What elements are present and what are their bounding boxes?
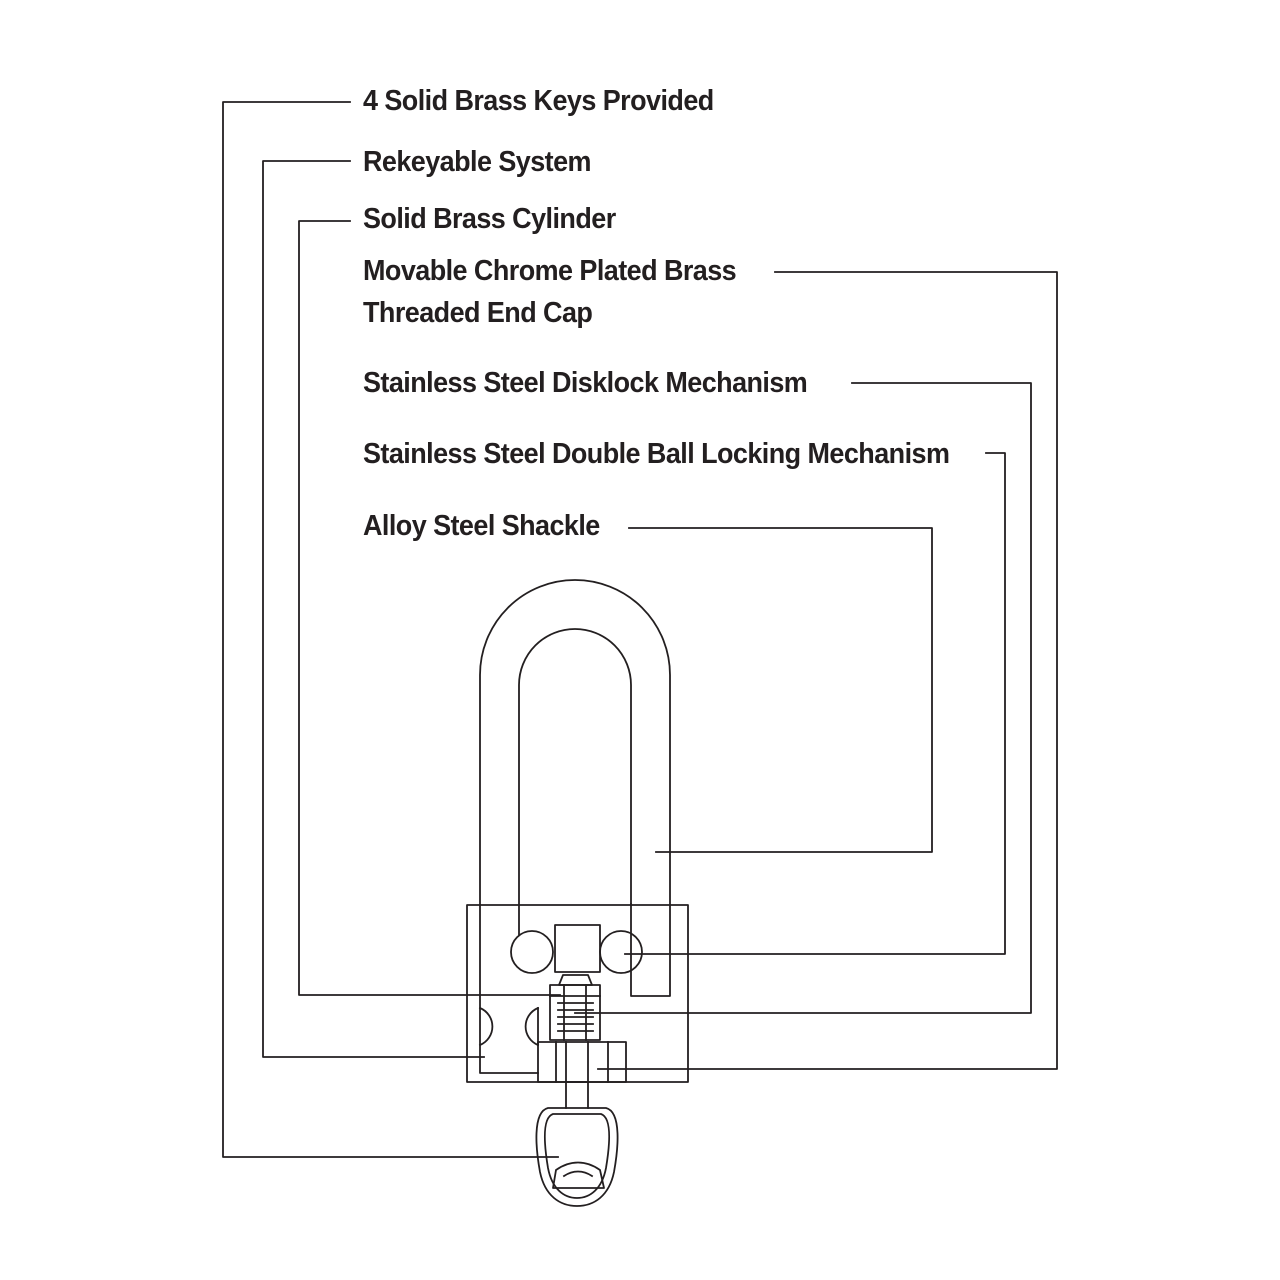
label-disklock: Stainless Steel Disklock Mechanism bbox=[363, 367, 808, 399]
shackle-inner bbox=[518, 628, 632, 936]
label-end-cap-line1: Movable Chrome Plated Brass bbox=[363, 255, 737, 287]
label-cylinder: Solid Brass Cylinder bbox=[363, 203, 616, 235]
body-notch-right bbox=[524, 1006, 540, 1047]
leader-cylinder bbox=[298, 220, 561, 996]
leader-rekeyable bbox=[262, 160, 485, 1058]
key-head bbox=[535, 1107, 619, 1207]
leader-shackle bbox=[628, 527, 933, 853]
label-shackle: Alloy Steel Shackle bbox=[363, 510, 600, 542]
lock-body bbox=[466, 904, 689, 1083]
leader-end-cap bbox=[597, 271, 1058, 1070]
label-double-ball: Stainless Steel Double Ball Locking Mech… bbox=[363, 438, 950, 470]
label-keys: 4 Solid Brass Keys Provided bbox=[363, 85, 714, 117]
label-rekeyable: Rekeyable System bbox=[363, 146, 592, 178]
label-end-cap-line2: Threaded End Cap bbox=[363, 297, 593, 329]
end-cap bbox=[537, 1041, 627, 1083]
cylinder-top bbox=[554, 924, 601, 973]
body-notch-left bbox=[478, 1006, 494, 1047]
key-head-inner bbox=[543, 1113, 611, 1199]
locking-ball-right bbox=[599, 930, 643, 974]
leader-keys bbox=[222, 101, 559, 1158]
label-end-cap: Movable Chrome Plated Brass Threaded End… bbox=[363, 250, 737, 334]
leader-double-ball bbox=[624, 452, 1006, 955]
key-grip bbox=[552, 1161, 605, 1189]
leader-disklock bbox=[574, 382, 1032, 1014]
key-shaft bbox=[565, 1041, 589, 1109]
shackle-outer bbox=[479, 579, 671, 997]
locking-ball-left bbox=[510, 930, 554, 974]
shackle-heel bbox=[479, 904, 539, 1074]
